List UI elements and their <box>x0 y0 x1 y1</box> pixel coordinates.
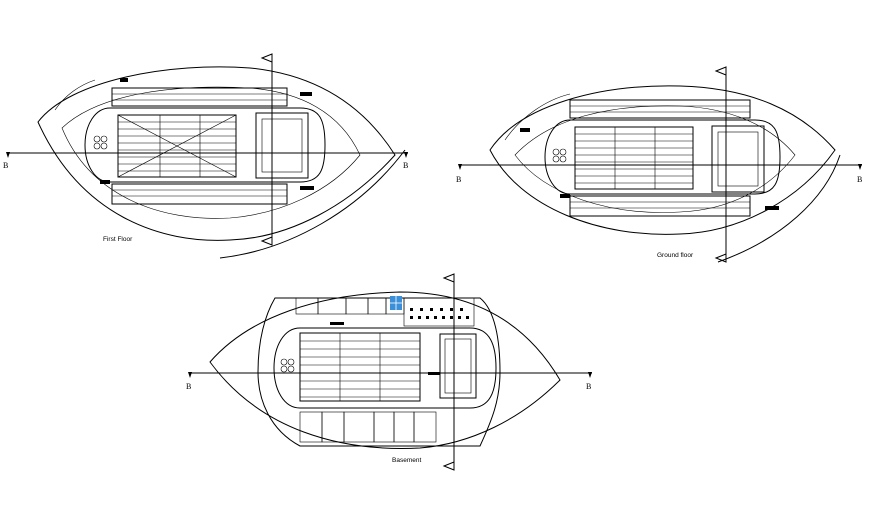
diving-pool <box>711 125 765 193</box>
wall-segment <box>300 186 314 190</box>
section-tick-right <box>404 152 408 158</box>
stand-rows <box>570 105 750 209</box>
stair-grid <box>390 296 402 310</box>
section-tick-left <box>458 164 462 170</box>
outer-shell <box>209 291 561 449</box>
pool-lanes <box>575 127 693 189</box>
stand-top <box>111 87 288 107</box>
section-mark-ff-right: B <box>403 161 408 170</box>
arena-oval <box>544 119 781 195</box>
stand-bottom <box>569 195 751 217</box>
wall-segment <box>765 206 779 210</box>
plan-basement <box>188 273 592 471</box>
section-tick-left <box>188 372 192 378</box>
plan-first-floor <box>6 53 408 259</box>
pool-lanes <box>117 114 237 178</box>
rooms-bottom <box>299 411 437 443</box>
section-mark-b-right: B <box>586 382 591 391</box>
caption-ground-floor: Ground floor <box>657 252 694 259</box>
wall-segment <box>120 78 128 82</box>
canopy-arc <box>219 149 406 259</box>
plan-ground-floor <box>458 66 862 263</box>
diving-pool <box>439 333 477 399</box>
section-mark-gf-left: B <box>456 175 461 184</box>
wall-segment <box>100 180 110 184</box>
section-tick-right <box>858 164 862 170</box>
diving-pool-inner <box>717 131 759 187</box>
section-arrow-top <box>442 273 455 283</box>
section-mark-gf-right: B <box>857 175 862 184</box>
pool <box>299 332 421 402</box>
entry-circles <box>552 148 567 163</box>
section-arrow-bottom <box>260 236 273 246</box>
canopy-arc <box>717 154 841 263</box>
entry-circles <box>93 135 108 150</box>
rooms-top <box>295 297 475 327</box>
diving-pool <box>255 112 309 179</box>
equipment-row <box>410 308 469 319</box>
stand-top <box>569 99 751 119</box>
section-tick-right <box>588 372 592 378</box>
outer-shell <box>37 66 396 241</box>
wall-segment <box>330 322 344 325</box>
inner-shell <box>61 86 361 219</box>
pool <box>574 126 694 190</box>
wall-segment <box>520 128 530 132</box>
wall-segment <box>560 194 570 198</box>
building-footprint <box>257 297 501 447</box>
pool-lanes <box>300 333 420 401</box>
section-mark-ff-left: B <box>3 161 8 170</box>
canopy-arc-inner <box>54 79 96 111</box>
outer-shell <box>489 85 836 235</box>
stand-rows <box>112 93 287 197</box>
arena-oval <box>84 107 326 183</box>
diving-pool-inner <box>444 338 472 394</box>
canopy-arc-inner <box>504 93 571 141</box>
section-tick-left <box>6 152 10 158</box>
inner-shell <box>514 105 796 213</box>
section-arrow-bottom <box>714 253 727 263</box>
arena-oval <box>273 327 497 409</box>
section-arrow-top <box>260 53 273 63</box>
section-mark-b-left: B <box>186 382 191 391</box>
section-arrow-bottom <box>442 461 455 471</box>
section-arrow-top <box>714 66 727 76</box>
pool <box>117 114 237 178</box>
caption-basement: Basement <box>392 457 421 464</box>
diving-pool-inner <box>261 118 303 173</box>
entry-circles <box>280 358 295 373</box>
wall-segment <box>300 92 312 96</box>
stand-bottom <box>111 183 288 205</box>
caption-first-floor: First Floor <box>103 236 133 243</box>
wall-segment <box>428 372 440 375</box>
